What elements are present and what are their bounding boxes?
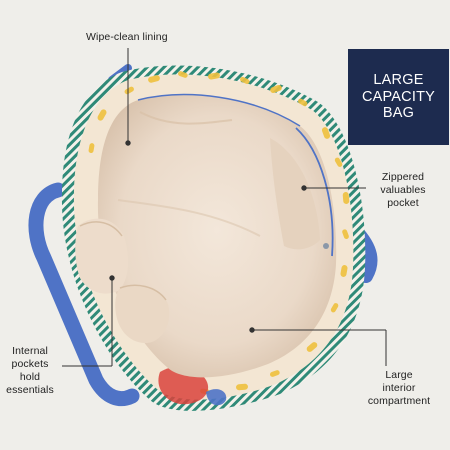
badge-line-1: LARGE	[373, 71, 424, 88]
rim-pattern	[88, 71, 350, 395]
internal-pocket-2	[115, 285, 170, 344]
callout-zippered-pocket: Zippered valuables pocket	[372, 171, 434, 210]
internal-pocket-1	[75, 218, 129, 294]
bottom-blue-pattern	[206, 389, 227, 406]
zippered-pocket	[270, 138, 320, 250]
callout-zippered-line-1: Zippered	[381, 171, 425, 183]
callout-internal-pockets: Internal pockets hold essentials	[2, 345, 58, 398]
badge-line-2: CAPACITY	[361, 88, 436, 105]
callout-large-line-2: interior	[382, 382, 416, 395]
callout-internal-line-3: essentials	[6, 384, 54, 397]
callout-lining: Wipe-clean lining	[86, 31, 168, 43]
badge-line-3: BAG	[382, 105, 415, 122]
callout-internal-line-1: Internal	[12, 345, 48, 357]
lining-seam	[137, 93, 301, 127]
callout-lines	[62, 48, 387, 367]
zipper	[295, 127, 334, 257]
callout-zippered-line-2: valuables	[380, 184, 426, 197]
callout-large-line-3: compartment	[367, 395, 431, 408]
callout-large-compartment: Large interior compartment	[364, 369, 434, 408]
callout-large-line-1: Large	[385, 369, 413, 381]
callout-internal-line-2: pockets hold	[11, 358, 49, 384]
left-handle	[28, 182, 140, 407]
callout-zippered-line-3: pocket	[387, 197, 419, 210]
large-capacity-badge: LARGE CAPACITY BAG	[348, 49, 449, 145]
